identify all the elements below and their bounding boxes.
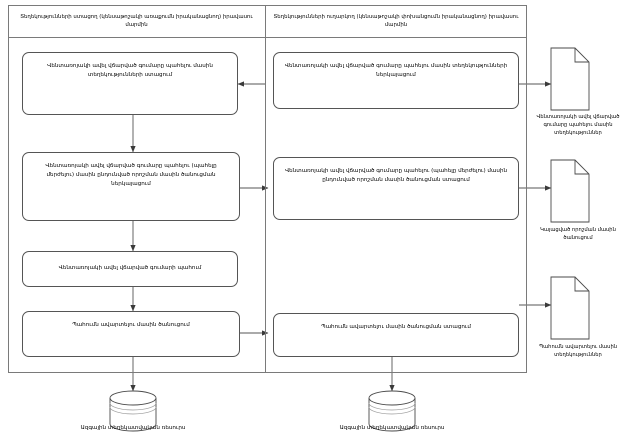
lane-header-right: Տեղեկությունների ուղարկող (կենսաթոշակի փ… <box>273 13 519 28</box>
process-box-right-3[interactable]: Պահումն ավարտելու մասին ծանուցման ստացու… <box>273 313 519 357</box>
document-shape-2 <box>550 159 590 223</box>
lane-header-left: Տեղեկությունների ստացող (կենսաթոշակի առա… <box>20 13 253 28</box>
lane-divider-vertical <box>265 5 266 373</box>
lane-header-separator <box>8 37 527 38</box>
swimlane-frame <box>8 5 527 373</box>
datastore-shape-right <box>368 390 416 432</box>
document-label-2: Կայացված որոշման մասին ծանուցում <box>540 227 616 242</box>
process-box-left-1[interactable]: Վենտառոյակի ավել վճարված գումարը պահելու… <box>22 52 238 115</box>
document-shape-1 <box>550 47 590 111</box>
process-box-left-2[interactable]: Վենտառոյակի ավել վճարված գումարը պահելու… <box>22 152 240 221</box>
document-shape-3 <box>550 276 590 340</box>
process-box-left-4[interactable]: Պահումն ավարտելու մասին ծանուցում <box>22 311 240 357</box>
process-box-right-1[interactable]: Վենտառոյակի ավել վճարված գումարը պահելու… <box>273 52 519 109</box>
datastore-label-left: Ազգային տեղեկատվական ռեսուրս <box>80 425 186 431</box>
document-label-3: Պահումն ավարտելու մասին տեղեկություններ <box>538 344 618 359</box>
datastore-label-right: Ազգային տեղեկատվական ռեսուրս <box>339 425 445 431</box>
datastore-shape-left <box>109 390 157 432</box>
process-box-left-3[interactable]: Վենտառոյակի ավել վճարված գումարի պահում <box>22 251 238 287</box>
process-box-right-2[interactable]: Վենտառոյակի ավել վճարված գումարը պահելու… <box>273 157 519 220</box>
document-label-1: Վենտառոյակի ավել վճարված գումարը պահելու… <box>536 114 620 137</box>
